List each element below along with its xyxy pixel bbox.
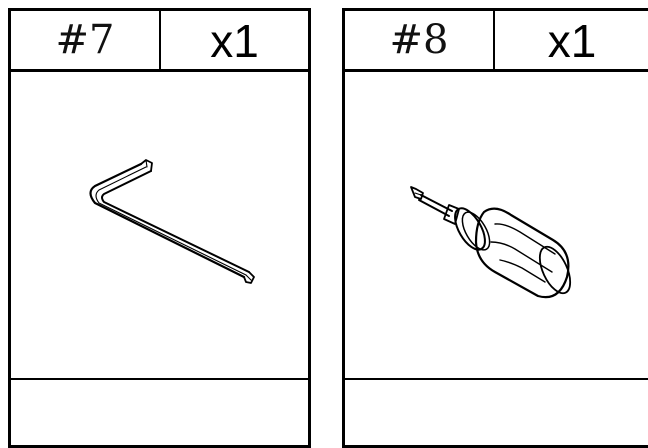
part-card-7: #7 x1 (8, 8, 311, 448)
part-card-8: #8 x1 (342, 8, 648, 448)
row-divider (11, 378, 308, 380)
part-illustration (345, 72, 648, 378)
part-header: #7 x1 (11, 11, 308, 72)
part-number: #8 (345, 11, 495, 69)
part-number: #7 (11, 11, 161, 69)
screwdriver-icon (410, 186, 572, 299)
row-divider (345, 378, 648, 380)
part-illustration (11, 72, 308, 378)
part-quantity: x1 (210, 15, 259, 67)
part-header: #8 x1 (345, 11, 648, 72)
hex-key-icon (89, 159, 255, 284)
part-quantity: x1 (547, 15, 597, 67)
